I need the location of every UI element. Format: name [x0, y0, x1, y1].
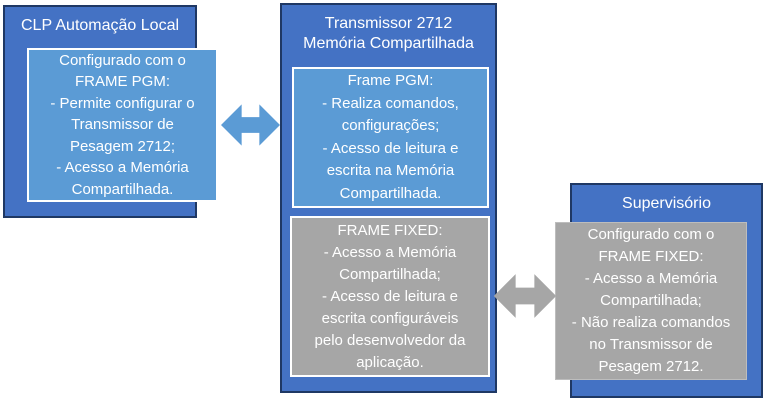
clp-frame-pgm-box: Configurado com o FRAME PGM: - Permite c…: [27, 48, 218, 202]
transmissor-frame-pgm-box: Frame PGM: - Realiza comandos, configura…: [292, 67, 489, 208]
supervisorio-frame-fixed-box: Configurado com o FRAME FIXED: - Acesso …: [555, 222, 747, 380]
supervisorio-panel-title: Supervisório: [622, 195, 711, 212]
transmissor-frame-fixed-box: FRAME FIXED: - Acesso a Memória Comparti…: [290, 216, 490, 377]
left-middle-bidirectional-arrow-icon: [221, 104, 280, 146]
transmissor-panel-title: Transmissor 2712 Memória Compartilhada: [303, 15, 474, 52]
middle-right-bidirectional-arrow-icon: [493, 274, 557, 318]
supervisorio-frame-fixed-text: Configurado com o FRAME FIXED: - Acesso …: [571, 226, 731, 375]
transmissor-frame-pgm-text: Frame PGM: - Realiza comandos, configura…: [322, 72, 459, 202]
clp-frame-pgm-text: Configurado com o FRAME PGM: - Permite c…: [50, 51, 195, 198]
clp-panel-title: CLP Automação Local: [20, 17, 180, 34]
transmissor-frame-fixed-text: FRAME FIXED: - Acesso a Memória Comparti…: [314, 221, 466, 371]
